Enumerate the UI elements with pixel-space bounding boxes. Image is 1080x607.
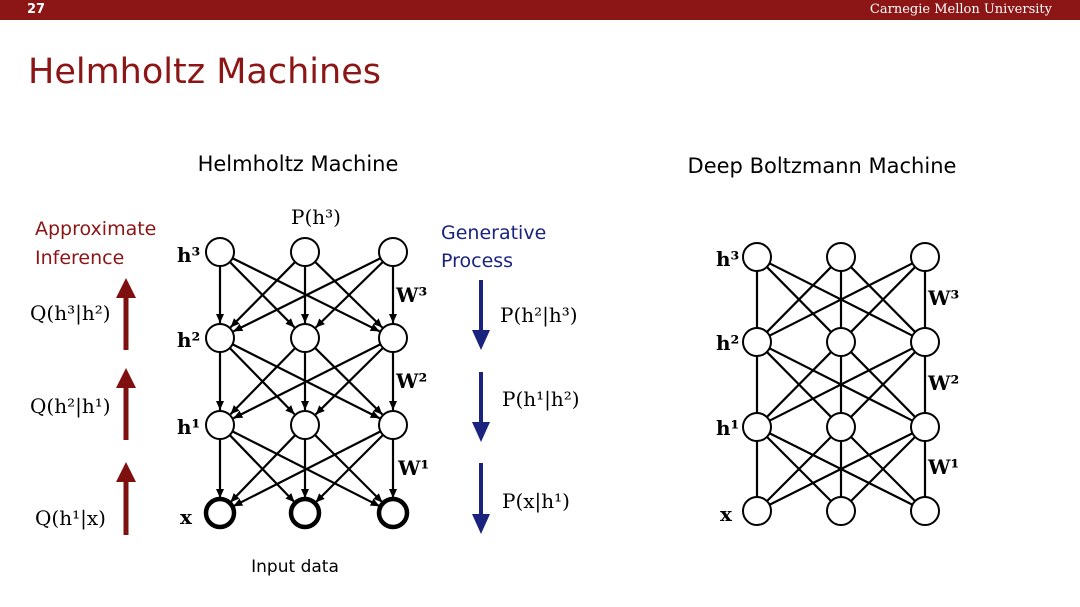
p-label-h1-h2: P(h¹|h²)	[502, 387, 580, 412]
inference-label-line1: Approximate	[35, 218, 156, 240]
undirected-edge	[850, 351, 916, 418]
undirected-edge	[766, 351, 832, 418]
node-h3	[826, 242, 856, 272]
node-h3	[742, 242, 772, 272]
directed-edge	[229, 347, 297, 416]
node-h2	[378, 323, 408, 353]
slide-title: Helmholtz Machines	[28, 52, 381, 92]
node-h1	[742, 412, 772, 442]
undirected-edge	[850, 436, 916, 502]
dbm-layer-label-h2: h²	[716, 331, 739, 355]
node-x	[288, 496, 322, 530]
node-h2	[290, 323, 320, 353]
generative-label-line1: Generative	[441, 222, 546, 244]
node-h3	[290, 237, 320, 267]
directed-edge	[314, 434, 384, 504]
dbm-layer-label-h3: h³	[716, 247, 739, 271]
node-h1	[910, 412, 940, 442]
node-x	[826, 496, 856, 526]
node-h1	[205, 410, 235, 440]
q-label-h1-x: Q(h¹|x)	[35, 506, 106, 531]
inference-arrow	[116, 368, 136, 440]
directed-edge	[232, 343, 381, 420]
dbm-weight-label-w2: W²	[927, 371, 959, 395]
dbm-network	[742, 242, 940, 526]
weight-label-w1: W¹	[397, 456, 429, 480]
generative-arrow	[472, 280, 490, 350]
q-label-h2-h1: Q(h²|h¹)	[30, 394, 111, 419]
directed-edge	[229, 434, 297, 503]
inference-arrow	[116, 278, 136, 350]
node-h2	[826, 327, 856, 357]
undirected-edge	[769, 432, 913, 506]
university-name: Carnegie Mellon University	[869, 2, 1052, 17]
input-data-label: Input data	[251, 557, 339, 577]
node-h3	[910, 242, 940, 272]
generative-arrow	[472, 372, 490, 442]
node-x	[376, 496, 410, 530]
node-x	[910, 496, 940, 526]
layer-label-h1: h¹	[177, 415, 200, 439]
layer-label-h2: h²	[177, 328, 200, 352]
undirected-edge	[850, 266, 916, 333]
node-h2	[742, 327, 772, 357]
directed-edge	[314, 260, 384, 329]
generative-arrow	[472, 463, 490, 534]
node-h2	[910, 327, 940, 357]
dbm-layer-label-x: x	[720, 502, 733, 526]
inference-label-line2: Inference	[35, 247, 124, 269]
node-x	[742, 496, 772, 526]
node-x	[203, 496, 237, 530]
slide-number: 27	[27, 2, 46, 17]
weight-label-w3: W³	[395, 283, 427, 307]
header-bar: 27 Carnegie Mellon University	[0, 0, 1080, 20]
generative-label-line2: Process	[441, 250, 513, 272]
dbm-subtitle: Deep Boltzmann Machine	[688, 154, 957, 178]
layer-label-x: x	[180, 505, 193, 529]
dbm-weight-label-w1: W¹	[927, 455, 959, 479]
layer-label-h3: h³	[177, 243, 200, 267]
directed-edge	[232, 257, 381, 333]
dbm-weight-label-w3: W³	[927, 286, 959, 310]
undirected-edge	[766, 266, 832, 333]
node-h3	[205, 237, 235, 267]
directed-edge	[229, 261, 296, 329]
top-prior-label: P(h³)	[291, 205, 341, 229]
undirected-edge	[766, 436, 832, 502]
undirected-edge	[768, 347, 914, 422]
inference-arrow	[116, 462, 136, 535]
node-h3	[378, 237, 408, 267]
helmholtz-subtitle: Helmholtz Machine	[198, 152, 399, 176]
node-h2	[205, 323, 235, 353]
weight-label-w2: W²	[395, 369, 427, 393]
directed-edge	[232, 430, 382, 508]
node-h1	[826, 412, 856, 442]
q-label-h3-h2: Q(h³|h²)	[30, 301, 111, 326]
node-h1	[378, 410, 408, 440]
dbm-layer-label-h1: h¹	[716, 416, 739, 440]
undirected-edge	[768, 262, 914, 337]
p-label-h2-h3: P(h²|h³)	[500, 303, 578, 328]
p-label-x-h1: P(x|h¹)	[502, 489, 570, 514]
helmholtz-network	[203, 237, 410, 530]
directed-edge	[314, 347, 384, 416]
node-h1	[290, 410, 320, 440]
